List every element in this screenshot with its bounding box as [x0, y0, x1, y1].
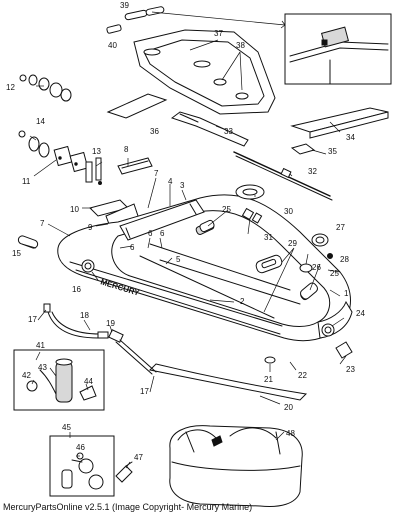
- callout-15: 15: [12, 249, 21, 258]
- drain-part-21: [264, 356, 276, 364]
- callout-28: 28: [340, 255, 349, 264]
- callout-17a: 17: [28, 315, 37, 324]
- inflatable-boat-hull: [57, 194, 353, 342]
- fitting-part-31: [241, 207, 263, 224]
- carry-bag-part-48: [169, 425, 303, 507]
- handle-part-25: [199, 219, 215, 233]
- callout-42: 42: [22, 371, 31, 380]
- strap-part-19: [108, 329, 157, 375]
- part-26: [299, 263, 313, 273]
- callout-41: 41: [36, 341, 45, 350]
- callout-29: 29: [288, 239, 297, 248]
- handle-part-25-lower: [300, 282, 318, 300]
- callout-43: 43: [38, 363, 47, 372]
- callout-24: 24: [356, 309, 365, 318]
- callout-18: 18: [80, 311, 89, 320]
- cover-part-30: [235, 184, 265, 200]
- oar-shaft-part-32: [233, 151, 333, 201]
- callout-6a: 6: [148, 229, 153, 238]
- callout-20: 20: [284, 403, 293, 412]
- seat-part-34: [290, 107, 389, 139]
- callout-4: 4: [168, 177, 173, 186]
- callout-25b: 25: [330, 269, 339, 278]
- callout-12: 12: [6, 83, 15, 92]
- leader-lines: [21, 39, 347, 469]
- callout-11: 11: [22, 177, 31, 186]
- callout-44: 44: [84, 377, 93, 386]
- callout-14: 14: [36, 117, 45, 126]
- clip-part-35: [290, 143, 316, 155]
- callout-7b: 7: [40, 219, 45, 228]
- pouch-part-8: [117, 157, 153, 175]
- callout-47: 47: [134, 453, 143, 462]
- callout-5: 5: [176, 255, 181, 264]
- callout-45: 45: [62, 423, 71, 432]
- pad-part-36: [106, 93, 168, 119]
- callout-19: 19: [106, 319, 115, 328]
- handle-part-15: [17, 235, 39, 249]
- pin-part-39: [124, 6, 165, 21]
- pump-kit-box-41: [13, 349, 105, 411]
- callout-26: 26: [312, 263, 321, 272]
- callout-1: 1: [344, 289, 349, 298]
- callout-31: 31: [264, 233, 273, 242]
- callout-10: 10: [70, 205, 79, 214]
- callout-40: 40: [108, 41, 117, 50]
- oar-part-33: [170, 111, 249, 147]
- callout-labels: 39 40 37 38 12 36 33 34 35 14 13 8 11 32…: [6, 1, 365, 462]
- callout-48: 48: [286, 429, 295, 438]
- callout-22: 22: [298, 371, 307, 380]
- valve-parts-11: [18, 130, 102, 185]
- callout-34: 34: [346, 133, 355, 142]
- tie-line-part-18: [43, 303, 109, 339]
- floorboard-part-37: [133, 29, 276, 115]
- keel-strip-part-20: [148, 363, 308, 401]
- o-rings-part-12: [19, 74, 72, 102]
- callout-16: 16: [72, 285, 81, 294]
- callout-6b: 6: [160, 229, 165, 238]
- callout-17b: 17: [140, 387, 149, 396]
- callout-23: 23: [346, 365, 355, 374]
- callout-7a: 7: [154, 169, 159, 178]
- bow-ring-part-23: [335, 341, 353, 359]
- callout-13: 13: [92, 147, 101, 156]
- callout-27: 27: [336, 223, 345, 232]
- callout-8: 8: [124, 145, 129, 154]
- handle-part-29: [255, 254, 283, 274]
- copyright-notice: MercuryPartsOnline v2.5.1 (Image Copyrig…: [3, 502, 253, 512]
- callout-38: 38: [236, 41, 245, 50]
- screw-part-28: [327, 253, 333, 259]
- callout-32: 32: [308, 167, 317, 176]
- callout-3: 3: [180, 181, 185, 190]
- callout-6c: 6: [130, 243, 135, 252]
- callout-37: 37: [214, 29, 223, 38]
- glue-tube-part-47: [115, 461, 133, 483]
- callout-46: 46: [76, 443, 85, 452]
- callout-2: 2: [240, 297, 245, 306]
- bolt-part-40: [106, 24, 122, 34]
- callout-36: 36: [150, 127, 159, 136]
- callout-21: 21: [264, 375, 273, 384]
- callout-35: 35: [328, 147, 337, 156]
- callout-39: 39: [120, 1, 129, 10]
- callout-25a: 25: [222, 205, 231, 214]
- valve-cap-part-27: [311, 233, 329, 247]
- callout-9: 9: [88, 223, 93, 232]
- repair-kit-box-45: [49, 435, 115, 497]
- detail-inset-box: [284, 13, 392, 85]
- callout-30: 30: [284, 207, 293, 216]
- callout-33: 33: [224, 127, 233, 136]
